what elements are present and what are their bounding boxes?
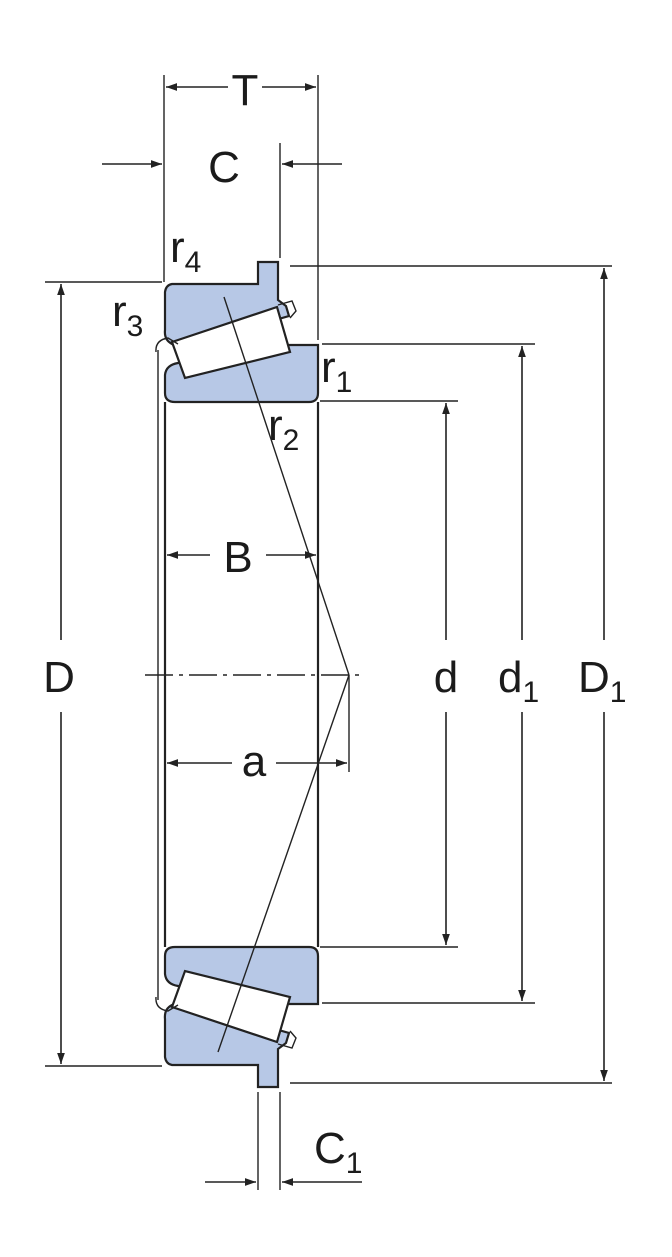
- dimension-labels: T C r4 r3 r1 r2 B a D d d1 D1 C1: [43, 66, 626, 1180]
- label-d: d: [434, 653, 458, 702]
- roller-bottom: [170, 969, 292, 1044]
- extension-lines: [45, 75, 612, 1190]
- pressure-cone-lines: [217, 296, 350, 1053]
- bearing-top-section: [155, 260, 320, 404]
- label-T: T: [232, 66, 259, 115]
- label-C: C: [208, 143, 240, 192]
- label-r2: r2: [268, 401, 299, 457]
- cage-top: [155, 300, 297, 353]
- label-C1: C1: [314, 1124, 362, 1180]
- label-r4: r4: [170, 223, 201, 279]
- label-a: a: [242, 737, 267, 786]
- outer-ring-bottom: [163, 1001, 291, 1089]
- label-B: B: [223, 533, 252, 582]
- label-d1: d1: [498, 653, 539, 709]
- bearing-bottom-section: [155, 945, 320, 1089]
- cage-bottom: [155, 996, 297, 1049]
- dimension-lines: [57, 83, 608, 1186]
- label-r3: r3: [112, 287, 143, 343]
- label-D: D: [43, 653, 75, 702]
- roller-top: [170, 305, 292, 380]
- label-D1: D1: [578, 653, 626, 709]
- label-r1: r1: [321, 343, 352, 399]
